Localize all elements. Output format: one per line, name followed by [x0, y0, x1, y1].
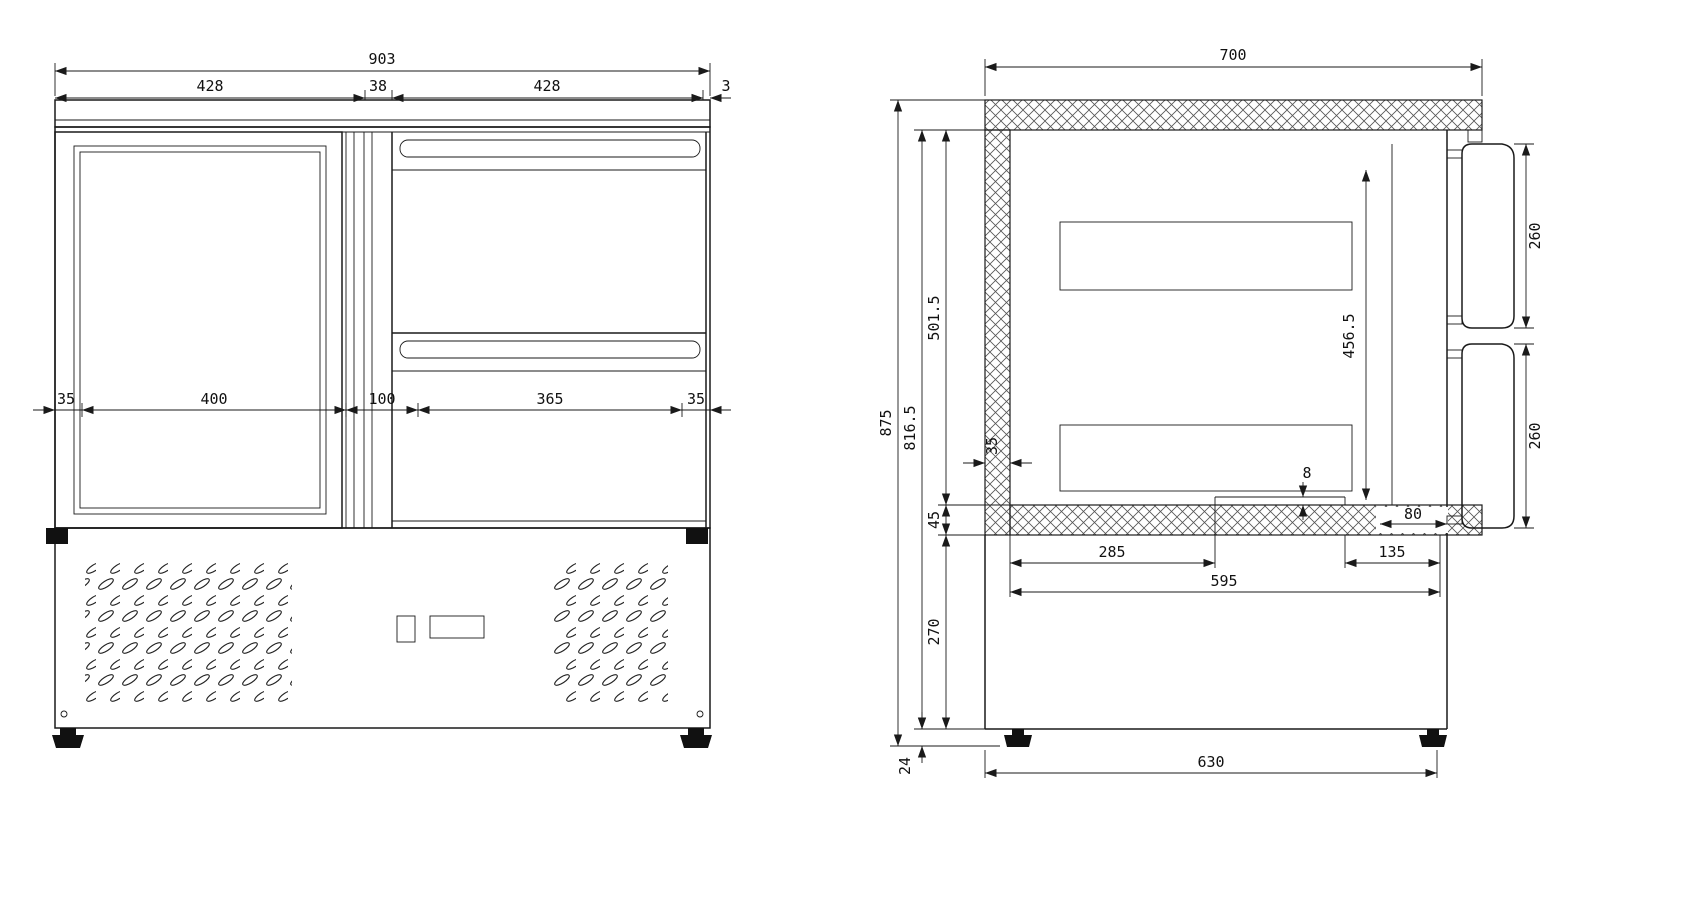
front-base-section — [46, 528, 712, 748]
front-top-segments-dimension: 428 38 428 3 — [55, 77, 731, 103]
dim-side-rear-depth: 80 — [1404, 505, 1422, 523]
dim-side-base-height: 270 — [925, 618, 943, 645]
dim-side-overall-height: 875 — [877, 409, 895, 436]
front-drawers — [391, 132, 707, 528]
side-counter-top — [984, 99, 1483, 143]
dim-side-drawer-front-bottom: 260 — [1526, 422, 1544, 449]
dim-front-door-clear: 400 — [200, 390, 227, 408]
dim-front-drawer-clear: 365 — [536, 390, 563, 408]
front-center-post — [345, 132, 373, 528]
dim-front-seg-edge: 3 — [721, 77, 730, 95]
dim-front-overall-width: 903 — [368, 50, 395, 68]
dim-side-bottom-insulation: 45 — [925, 511, 943, 529]
dim-side-foot-height: 24 — [896, 757, 914, 775]
side-base-section — [984, 535, 1447, 747]
side-step-dimension: 8 — [1298, 464, 1312, 520]
side-cavity — [1059, 130, 1448, 729]
side-rear-depth-dimension: 80 — [1376, 505, 1448, 533]
side-rail-lower — [1059, 424, 1353, 492]
side-foot-right — [1419, 729, 1447, 747]
front-view: 903 428 38 428 3 — [33, 50, 731, 748]
dim-side-foot-span: 630 — [1197, 753, 1224, 771]
front-vent-grille-right — [552, 558, 668, 702]
dim-front-wall-right: 35 — [687, 390, 705, 408]
front-counter-top — [54, 99, 711, 128]
dim-side-drawer-travel: 456.5 — [1340, 313, 1358, 358]
front-bolt-left — [60, 710, 68, 718]
side-drawer2-front — [1461, 343, 1515, 529]
front-bolt-right — [696, 710, 704, 718]
side-back-wall — [984, 129, 1011, 536]
front-hinge-right — [686, 528, 708, 544]
dim-side-body-height: 816.5 — [901, 405, 919, 450]
dim-side-step: 8 — [1302, 464, 1311, 482]
dim-front-seg-divider: 38 — [369, 77, 387, 95]
dim-side-cavity-height: 501.5 — [925, 295, 943, 340]
dim-front-seg-door: 428 — [196, 77, 223, 95]
front-vent-grille-left — [85, 558, 292, 702]
side-drawer-dimensions: 260 260 456.5 — [1340, 143, 1544, 529]
front-power-switch — [396, 615, 416, 643]
side-counter-lip — [1467, 129, 1483, 143]
dim-side-depth: 700 — [1219, 46, 1246, 64]
dim-side-floor-clear: 595 — [1210, 572, 1237, 590]
dim-side-wall: 35 — [983, 437, 1001, 455]
front-mid-dimensions: 35 400 100 365 35 — [33, 390, 731, 417]
dim-front-center-post: 100 — [368, 390, 395, 408]
side-rail-upper — [1059, 221, 1353, 291]
dim-side-drawer-front-top: 260 — [1526, 222, 1544, 249]
dim-side-floor-rear: 135 — [1378, 543, 1405, 561]
side-bottom-dimensions: 285 135 595 630 — [984, 505, 1441, 778]
dim-front-wall-left: 35 — [57, 390, 75, 408]
side-height-dimensions: 875 816.5 501.5 45 270 24 — [877, 99, 1010, 775]
side-drawer-fronts — [1446, 143, 1515, 529]
front-foot-left — [52, 728, 84, 748]
front-drawer2-handle — [399, 340, 701, 359]
side-view: 700 8 — [877, 46, 1544, 778]
front-controller-display — [429, 615, 485, 639]
front-overall-width-dimension: 903 — [54, 50, 711, 96]
side-foot-left — [1004, 729, 1032, 747]
front-hinge-left — [46, 528, 68, 544]
front-door — [54, 131, 343, 529]
front-foot-right — [680, 728, 712, 748]
side-wall-dimension: 35 — [963, 437, 1032, 470]
dim-front-seg-drawers: 428 — [533, 77, 560, 95]
dim-side-floor-front: 285 — [1098, 543, 1125, 561]
side-drawer1-front — [1461, 143, 1515, 329]
side-depth-dimension: 700 — [984, 46, 1483, 96]
front-drawer1-handle — [399, 139, 701, 158]
